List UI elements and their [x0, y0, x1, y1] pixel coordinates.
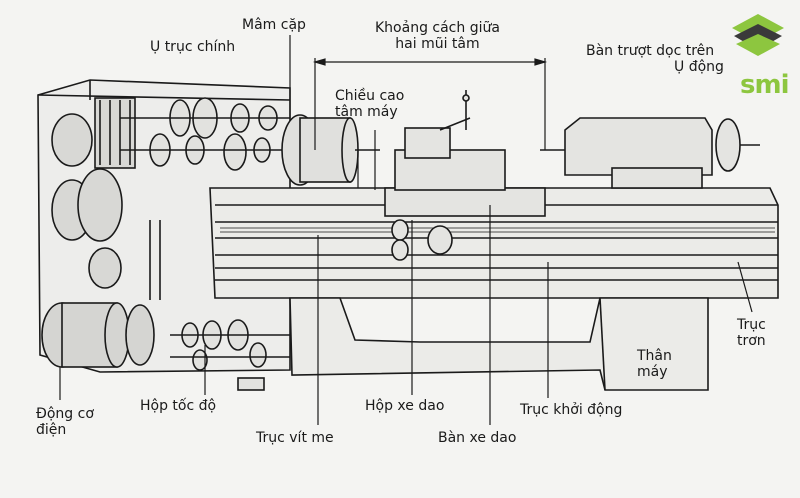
label-gearbox: Hộp tốc độ [140, 398, 217, 414]
label-center-height-line2: tâm máy [335, 104, 398, 121]
label-motor: Động cơ điện [36, 406, 94, 438]
label-apron: Hộp xe dao [365, 398, 445, 414]
label-center-distance-line2: hai mũi tâm [395, 36, 480, 53]
label-tailstock-line2: Ụ động [674, 59, 724, 76]
label-center-distance-line1: Khoảng cách giữa [375, 20, 500, 36]
label-body-line1: Thân [637, 348, 672, 364]
tailstock [540, 117, 760, 189]
pulleys [51, 97, 136, 289]
label-lead-screw: Trục vít me [256, 430, 334, 446]
logo-text: smi [740, 70, 789, 100]
label-chuck: Mâm cặp [242, 17, 306, 33]
label-body-line2: máy [637, 364, 668, 381]
label-center-distance: Khoảng cách giữa hai mũi tâm [375, 20, 500, 52]
label-tailstock: Bàn trượt dọc trên Ụ động [586, 43, 724, 75]
smi-logo-icon [732, 14, 784, 56]
gearbox-gears [170, 319, 290, 391]
lathe-base [289, 297, 709, 391]
chuck [281, 114, 380, 186]
label-motor-line2: điện [36, 422, 67, 439]
label-carriage: Bàn xe dao [438, 430, 517, 446]
spindle-gears [120, 97, 290, 171]
label-starting-shaft: Trục khởi động [520, 402, 623, 418]
leader-lines [59, 35, 753, 425]
label-body: Thân máy [637, 348, 672, 380]
label-center-height: Chiều cao tâm máy [335, 88, 404, 120]
label-tailstock-line1: Bàn trượt dọc trên [586, 43, 715, 59]
label-main-spindle: Ụ trục chính [150, 39, 236, 55]
label-feed-rod-line1: Trục [737, 317, 766, 333]
carriage [384, 90, 546, 261]
motor [41, 220, 161, 368]
label-feed-rod: Trục trơn [737, 317, 766, 349]
label-feed-rod-line2: trơn [737, 333, 766, 350]
label-motor-line1: Động cơ [36, 406, 94, 422]
label-center-height-line1: Chiều cao [335, 88, 405, 104]
